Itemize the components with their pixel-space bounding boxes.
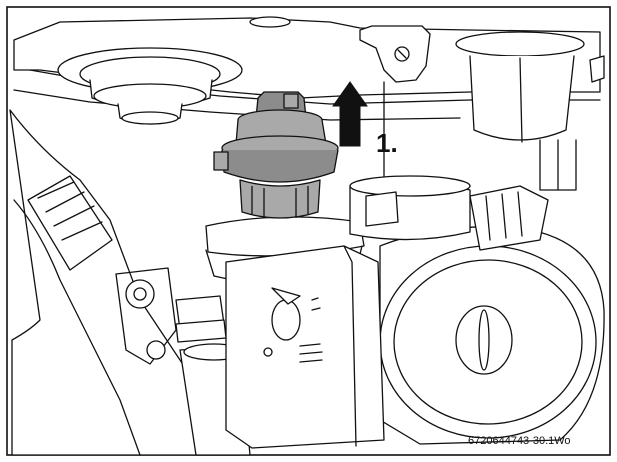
left-coupling <box>27 175 113 271</box>
housing-lower-edge <box>13 89 461 121</box>
part-ribs <box>251 186 309 218</box>
right-connector <box>469 185 549 251</box>
control-knob <box>271 299 301 341</box>
top-ring <box>249 16 291 28</box>
left-pipe-inner <box>13 199 141 456</box>
left-clamp-ring <box>146 340 166 360</box>
right-connector-ribs <box>485 191 523 241</box>
pump-plug-slot <box>478 309 490 371</box>
left-bracket-arm-2 <box>175 319 227 343</box>
right-fitting-clip <box>365 191 399 227</box>
highlighted-part <box>213 91 339 219</box>
left-clamp-screw-inner <box>133 287 147 301</box>
control-knob-pointer <box>271 287 301 305</box>
control-vents <box>299 297 323 363</box>
control-box-side <box>343 245 357 447</box>
part-side-lug <box>213 151 229 171</box>
part-lower-body <box>239 179 321 219</box>
pump-face-inner <box>393 259 583 425</box>
part-cap-tab <box>283 93 299 109</box>
step-label: 1. <box>376 128 398 158</box>
left-coupling-ribs <box>37 181 103 241</box>
platform <box>205 216 365 257</box>
up-arrow-icon <box>332 81 368 147</box>
screw-slot <box>397 49 407 59</box>
reservoir-cap <box>455 31 585 57</box>
reservoir-body <box>469 55 575 141</box>
reservoir-seam <box>519 57 523 143</box>
control-box <box>225 245 385 449</box>
round-fitting-end <box>121 111 179 125</box>
right-fitting-top <box>349 175 471 197</box>
right-clip <box>589 55 605 83</box>
figure-reference: 6720644743-30.1Wo <box>468 435 571 447</box>
control-screw <box>263 347 273 357</box>
part-mid-band <box>221 149 339 183</box>
